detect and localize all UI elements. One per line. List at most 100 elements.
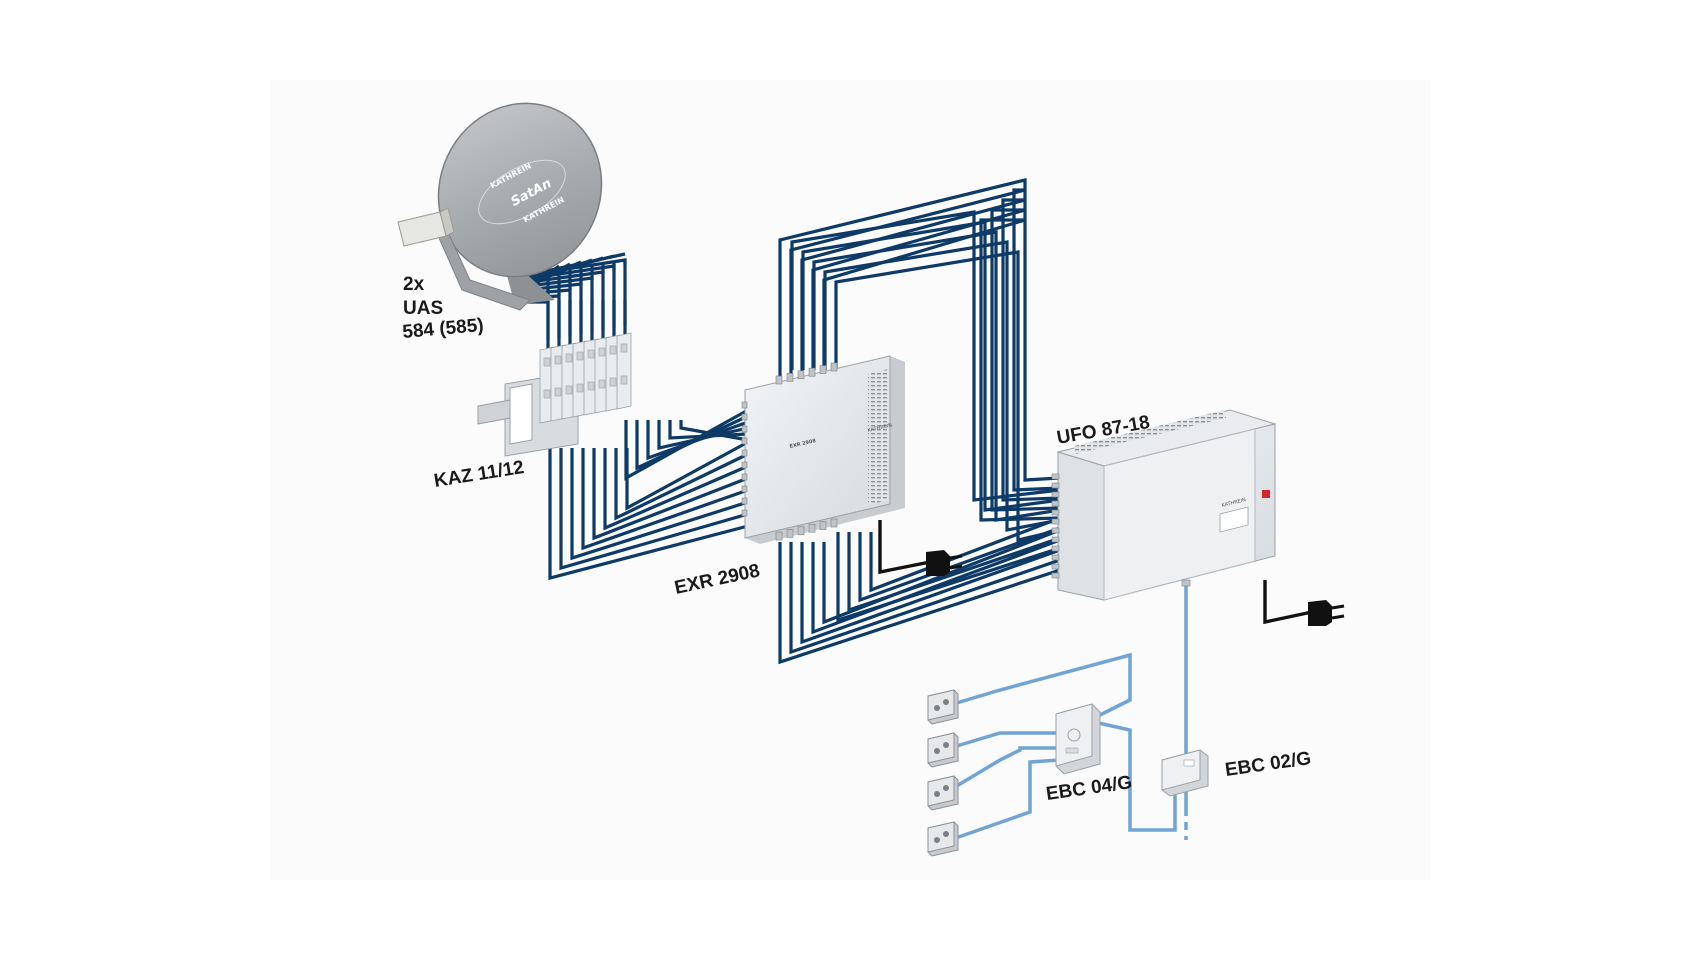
wall-socket-icon [927,775,959,811]
socket-face [927,775,955,807]
socket-face [927,689,955,721]
input-port [1051,491,1060,498]
socket-port [934,705,940,711]
output-port [808,523,816,533]
input-port [1051,500,1060,507]
socket-port [934,837,940,843]
device-brand-ufo: KATHREIN [1221,497,1247,509]
output-port [830,362,838,372]
socket-port [943,742,949,748]
input-port [741,473,748,481]
tap-port [576,351,584,361]
trunk-cable [570,448,749,561]
tap-port [587,381,595,391]
combiner-kaz [477,332,632,457]
coupler-icon [1161,749,1209,797]
tap-port [576,383,584,393]
input-port [741,497,748,505]
wall-socket-icon [927,821,959,857]
socket-face [927,821,955,853]
tap-port [620,375,628,385]
tap-port [598,379,606,389]
input-port [1051,482,1060,489]
socket-port [934,791,940,797]
input-port [1051,473,1060,480]
input-port [1051,527,1060,534]
tap-port [554,355,562,365]
tap-port [565,353,573,363]
trunk-cable [869,516,1061,593]
trunk-cable [778,177,1061,482]
input-port [741,425,748,433]
output-port [819,365,827,374]
output-port [808,367,816,377]
output-port [786,529,794,538]
switch-panel-label: EXR 2908 [789,438,817,450]
input-port [1051,563,1060,570]
lnb-model-label: UAS [403,298,443,319]
input-port [741,461,748,469]
lnb-count-label: 2x [403,274,425,295]
wall-socket-icon [927,689,959,725]
tap-port [609,377,617,387]
trunk-cable [847,532,1061,613]
trunk-cable [858,526,1061,603]
trunk-cable [559,448,749,571]
power-cables [878,520,1313,625]
socket-port [943,699,949,705]
trunk-cable [823,240,1061,532]
input-port [741,485,748,493]
trunk-cable [811,538,1061,635]
trunk-cable [592,448,749,541]
trunk-cable [548,448,749,581]
input-port [1051,572,1060,579]
trunk-cable [836,532,1061,623]
trunk-cables [513,177,1061,665]
output-port [786,373,794,382]
input-port [741,449,748,457]
trunk-cable [778,542,1061,665]
tap-port [598,347,606,357]
input-port [1051,518,1060,525]
tap-port [554,387,562,397]
device-brand: KATHREIN [867,422,893,434]
input-port [1051,536,1060,543]
input-port [1051,554,1060,561]
tap-port [543,357,551,367]
input-port [1051,545,1060,552]
socket-port [934,748,940,754]
trunk-cable [822,528,1061,625]
input-port [741,413,748,421]
trunk-cable [581,448,749,551]
coupler-icon [1055,703,1101,775]
socket-face [927,732,955,764]
trunk-cable [800,542,1061,645]
power-plug-icon [926,550,963,576]
input-port [741,509,748,517]
distribution-cables [949,584,1188,842]
trunk-cable [812,230,1061,522]
power-plug-icon [1308,600,1345,626]
input-port [741,437,748,445]
tap-port [543,389,551,399]
input-port [741,401,748,409]
output-port [1181,579,1191,587]
output-port [797,526,805,536]
trunk-cable [614,448,749,521]
trunk-cable [603,448,749,531]
wall-socket-icon [927,732,959,768]
tap-port [620,343,628,353]
trunk-cable [790,210,1061,502]
tap-port [609,345,617,355]
socket-port [943,785,949,791]
tap-port [587,349,595,359]
output-port [819,521,827,530]
output-port [775,531,783,541]
switch-exr: EXR 2908 KATHREIN [741,355,905,544]
headend-ufo: KATHREIN [1051,409,1277,601]
input-port [1051,509,1060,516]
output-port [797,370,805,380]
trunk-cable [801,220,1061,512]
tap-port [565,385,573,395]
